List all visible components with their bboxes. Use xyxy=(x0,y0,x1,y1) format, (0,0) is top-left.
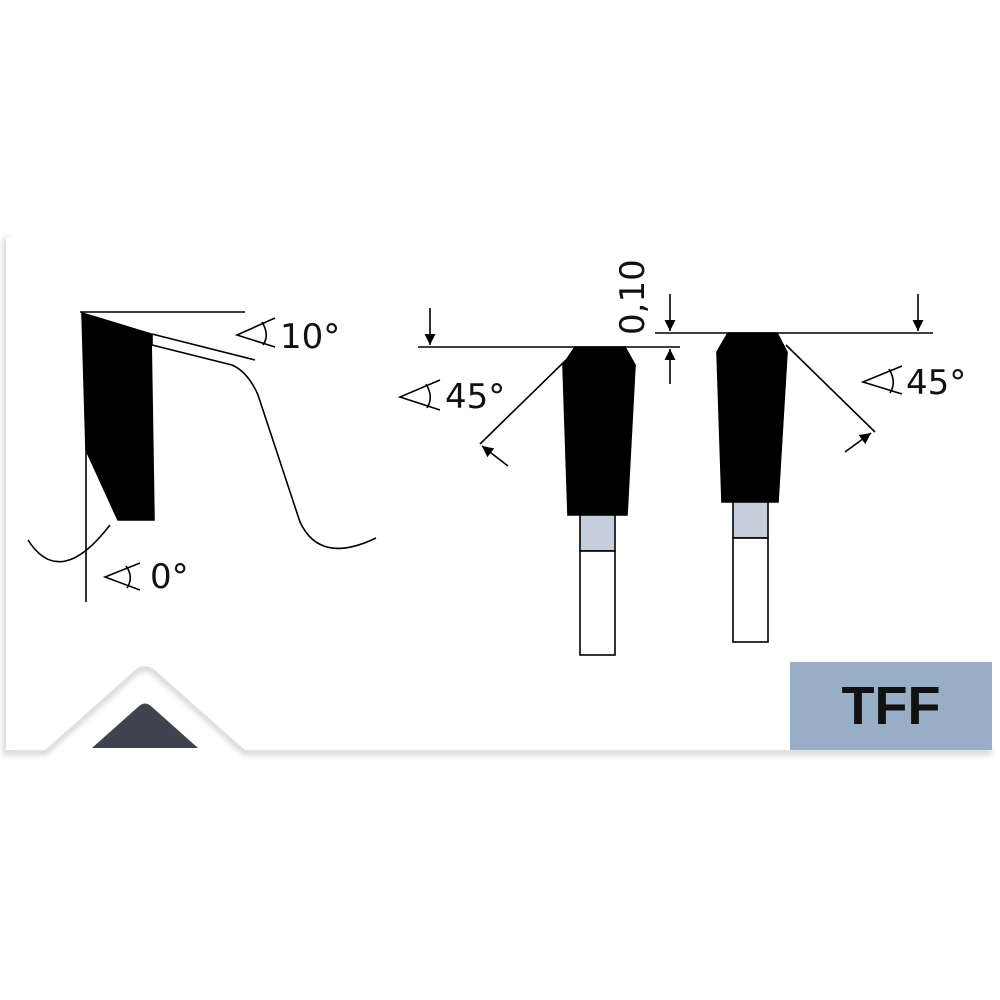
front-view-teeth xyxy=(418,294,933,656)
angle-mark-0 xyxy=(102,562,141,591)
bevel-right-label: 45° xyxy=(906,363,966,403)
rake-angle-label: 10° xyxy=(280,317,340,357)
tooth-type-label: TFF xyxy=(842,676,941,736)
angle-mark-10 xyxy=(234,317,276,348)
angle-mark-45-left xyxy=(397,379,441,411)
hook-angle-label: 0° xyxy=(150,557,189,597)
tooth-2 xyxy=(716,332,788,503)
bevel-left-label: 45° xyxy=(445,377,505,417)
angle-mark-45-right xyxy=(860,365,903,395)
tooth-type-badge xyxy=(790,662,992,750)
height-difference-label: 0,10 xyxy=(613,259,653,335)
side-view-tooth xyxy=(27,311,377,602)
tooth-1 xyxy=(562,346,636,516)
logo-triangle-icon xyxy=(92,703,198,748)
